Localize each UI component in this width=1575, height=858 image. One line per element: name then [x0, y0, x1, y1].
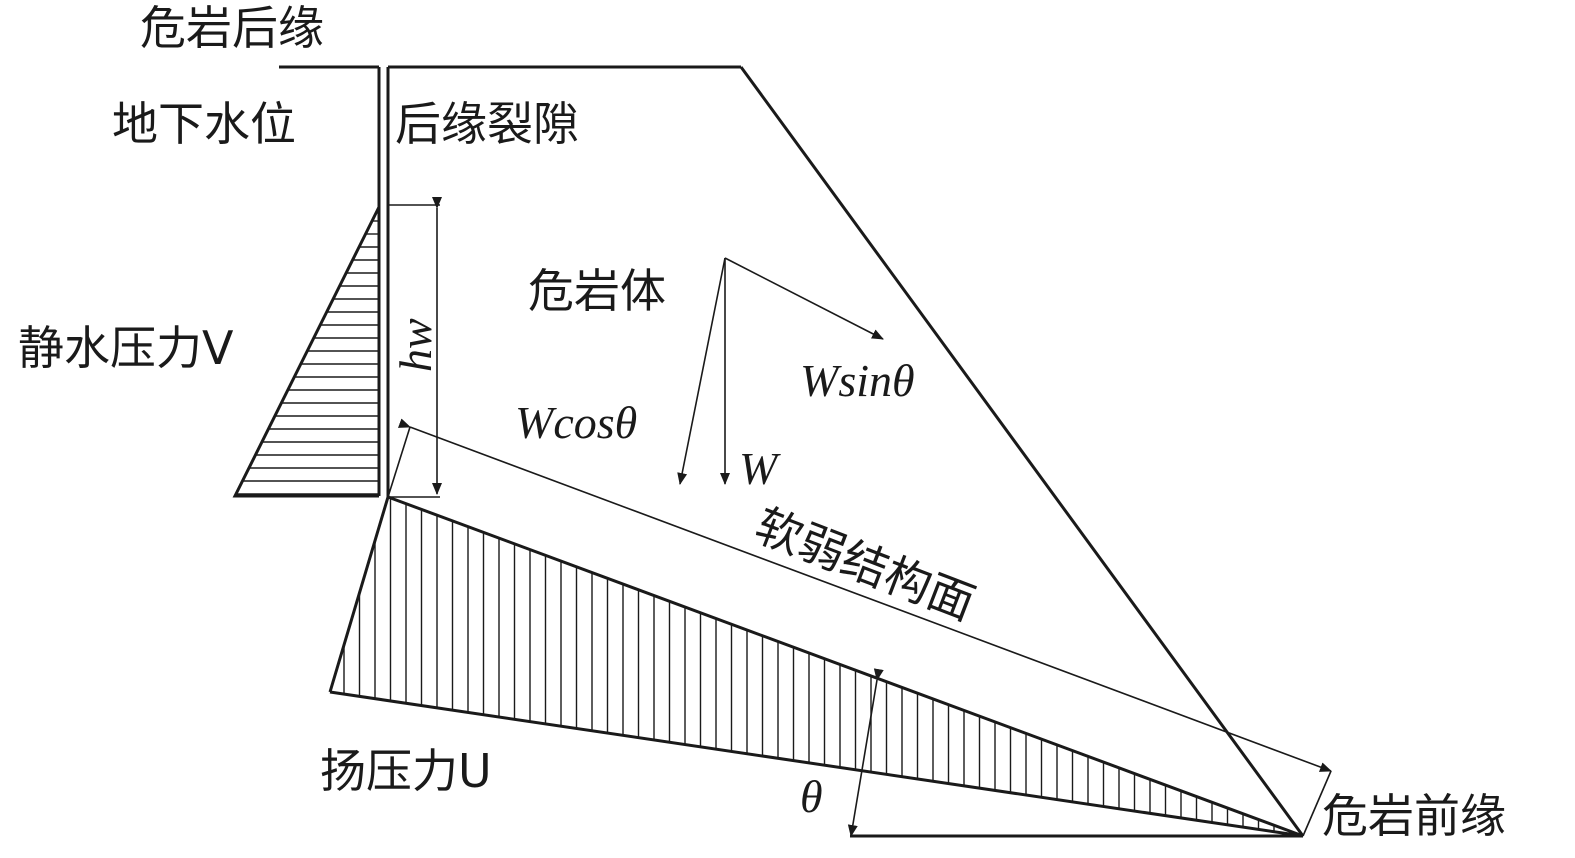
label-w-sin-theta: Wsinθ	[800, 355, 915, 406]
label-dangerous-rock-body: 危岩体	[528, 264, 666, 318]
plane-dim-right-tick	[1302, 770, 1332, 837]
label-weak-structural-plane: 软弱结构面	[748, 498, 982, 631]
label-w-cos-theta: Wcosθ	[515, 397, 637, 448]
label-w: W	[739, 443, 781, 494]
label-hw: hw	[390, 318, 441, 372]
label-rear-crack: 后缘裂隙	[395, 97, 579, 151]
weight-arrow-w-cos	[677, 257, 726, 485]
label-rear-edge: 危岩后缘	[140, 1, 324, 55]
label-uplift-pressure: 扬压力U	[320, 744, 492, 798]
static-pressure-hatching	[236, 220, 379, 495]
theta-angle-arrow	[847, 668, 884, 837]
label-theta: θ	[800, 771, 823, 822]
label-static-water-pressure: 静水压力V	[18, 321, 234, 375]
weight-arrow-w-sin	[724, 257, 884, 340]
rock-front-slope	[739, 66, 1305, 837]
label-groundwater-level: 地下水位	[112, 97, 296, 151]
label-front-edge: 危岩前缘	[1322, 789, 1506, 843]
plane-dim-left-tick	[387, 426, 411, 498]
plane-dimension-arrow	[397, 418, 1332, 772]
static-pressure-triangle	[232, 206, 381, 498]
